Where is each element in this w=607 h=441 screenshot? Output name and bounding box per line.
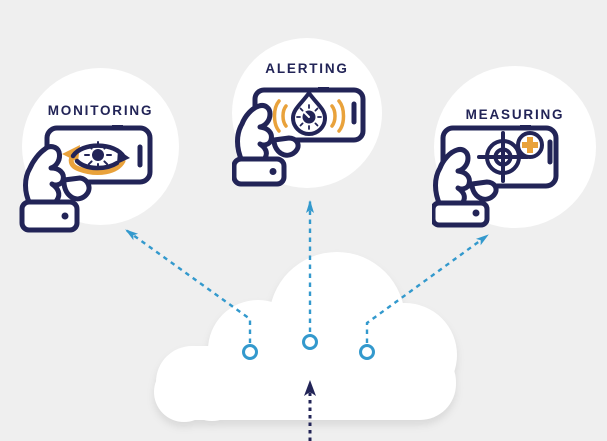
phone-camera-notch	[520, 125, 531, 130]
node-measuring-label: MEASURING	[465, 107, 565, 122]
water-drop-alarm-glyph	[272, 91, 346, 136]
holding-hand	[232, 103, 301, 187]
sleeve-cuff	[19, 199, 80, 233]
connector-cloud-to-monitoring	[125, 229, 252, 343]
sleeve-cuff	[232, 156, 287, 187]
cloud-right-anchor-dot	[359, 344, 375, 360]
crosshair-target-glyph	[477, 131, 544, 183]
cloud-middle-anchor-dot	[302, 334, 318, 350]
node-alerting-label: ALERTING	[265, 61, 349, 76]
phone-camera-notch	[318, 87, 329, 92]
connector-cloud-to-measuring	[365, 234, 489, 343]
phone-camera-notch	[112, 125, 123, 130]
node-monitoring-label: MONITORING	[47, 103, 154, 118]
cloud-left-anchor-dot	[242, 344, 258, 360]
hand-phone-eye-icon	[19, 125, 153, 233]
holding-hand	[19, 144, 92, 233]
hand-phone-water-drop-alarm-icon	[232, 87, 366, 187]
plus-icon	[522, 137, 538, 153]
eye-monitor-glyph	[62, 141, 130, 175]
hand-phone-crosshair-icon	[432, 125, 559, 228]
holding-hand	[432, 147, 499, 228]
sleeve-cuff	[432, 200, 490, 228]
